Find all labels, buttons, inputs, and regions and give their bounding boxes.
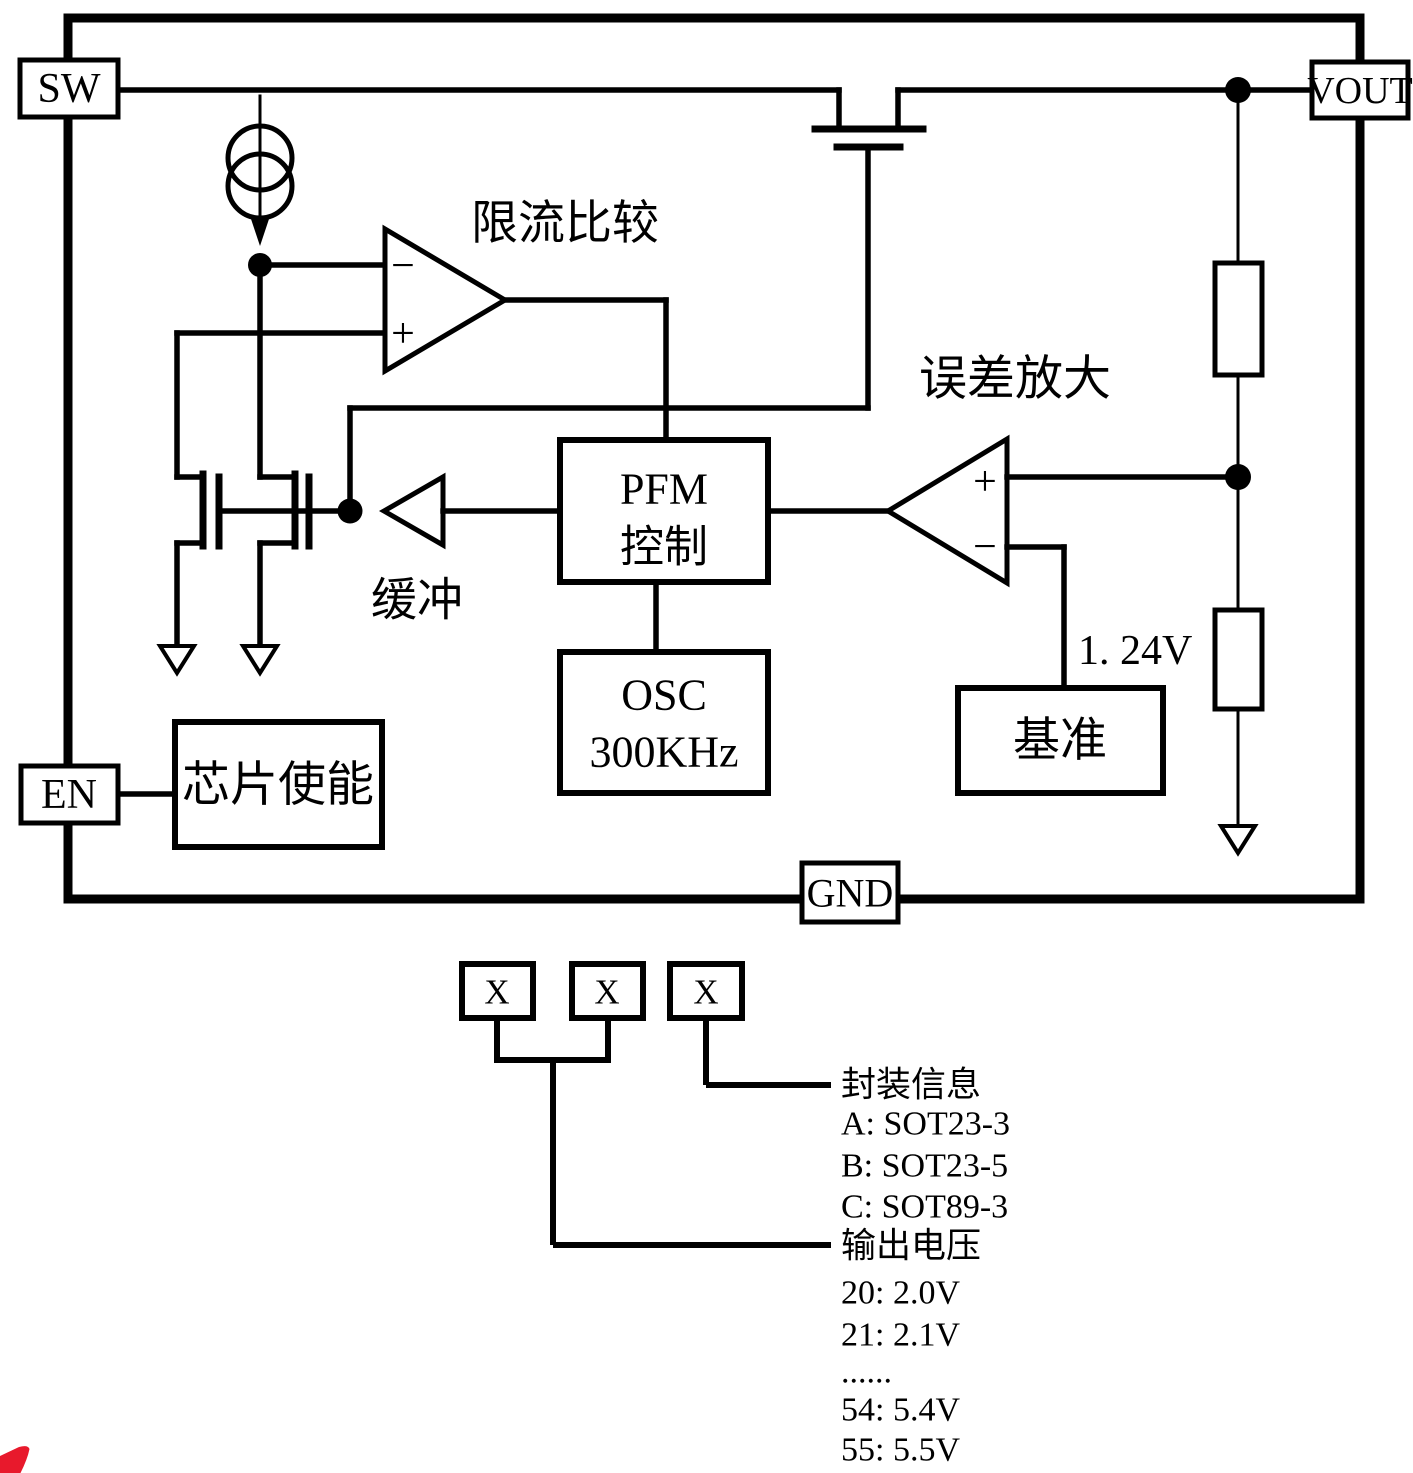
vout-node-junction <box>1225 77 1251 103</box>
reference-block <box>955 685 1166 796</box>
error-amp-plus-sign: + <box>973 459 997 505</box>
error-amplifier-label: 误差放大 <box>919 353 1111 406</box>
voltage-option: 54: 5.4V <box>841 1392 960 1429</box>
pass-mosfet-icon <box>811 87 927 411</box>
ground-symbol <box>239 644 281 677</box>
chip-enable-label: 芯片使能 <box>182 759 374 812</box>
digit-2-label: X <box>594 973 619 1012</box>
pin-gnd <box>799 860 901 925</box>
buffer-label: 缓冲 <box>371 575 463 626</box>
pin-sw <box>17 57 121 120</box>
osc-block <box>557 649 771 796</box>
feedback-resistor-top <box>1212 260 1265 378</box>
package-option: B: SOT23-5 <box>841 1148 1008 1185</box>
part-number-lines <box>494 1018 831 1248</box>
voltage-option: 20: 2.0V <box>841 1275 960 1312</box>
pin-en <box>18 763 121 826</box>
reference-label: 基准 <box>1013 715 1107 767</box>
comparator-minus-sign: − <box>391 243 415 289</box>
digit-1-label: X <box>484 973 509 1012</box>
error-amp-minus-sign: − <box>973 524 997 570</box>
ic-boundary <box>63 13 1365 904</box>
comparator-input-wires <box>174 262 388 480</box>
comparator-output-wire <box>502 297 669 443</box>
pin-vout <box>1309 59 1411 121</box>
voltage-option: 21: 2.1V <box>841 1317 960 1354</box>
chip-enable-block <box>172 719 385 850</box>
voltage-option: 55: 5.5V <box>841 1432 960 1469</box>
feedback-resistor-bottom <box>1212 607 1265 712</box>
pin-vout-label: VOUT <box>1307 70 1413 112</box>
ground-symbol <box>1217 824 1259 857</box>
digit-box-1 <box>459 961 536 1021</box>
pfm-label-line1: PFM <box>620 465 708 514</box>
comparator-plus-sign: + <box>391 311 415 357</box>
pfm-label-line2: 控制 <box>620 523 708 572</box>
osc-label-line2: 300KHz <box>589 728 738 777</box>
output-voltage-title: 输出电压 <box>841 1227 981 1266</box>
package-info-title: 封装信息 <box>841 1066 981 1105</box>
pin-gnd-label: GND <box>807 871 894 916</box>
osc-label-line1: OSC <box>621 671 707 720</box>
error-amp-input-wires <box>1004 474 1241 691</box>
package-option: C: SOT89-3 <box>841 1189 1008 1226</box>
digit-box-3 <box>667 961 745 1021</box>
feedback-divider <box>1212 93 1265 857</box>
pin-sw-label: SW <box>38 66 101 112</box>
switch-mosfet-pair-icon <box>174 470 353 649</box>
package-info-legend: 封装信息 A: SOT23-3 B: SOT23-5 C: SOT89-3 <box>841 1066 1010 1226</box>
pfm-control-block <box>557 437 771 585</box>
feedback-node-junction <box>1225 464 1251 490</box>
pin-en-label: EN <box>41 772 97 818</box>
output-voltage-legend: 输出电压 20: 2.0V 21: 2.1V ...... 54: 5.4V 5… <box>841 1227 981 1469</box>
current-limit-comparator-label: 限流比较 <box>471 198 659 250</box>
ground-symbol <box>156 644 198 677</box>
gate-drive-wire <box>347 405 871 508</box>
digit-3-label: X <box>693 973 718 1012</box>
package-option: A: SOT23-3 <box>841 1106 1010 1143</box>
brand-logo-fragment <box>0 1446 30 1473</box>
voltage-option: ...... <box>841 1354 892 1391</box>
buffer-driver <box>378 472 446 550</box>
error-amplifier <box>883 434 1010 588</box>
digit-box-2 <box>569 961 646 1021</box>
current-limit-comparator <box>382 224 510 376</box>
buffer-output-junction <box>337 498 363 524</box>
reference-voltage-label: 1. 24V <box>1078 628 1192 674</box>
current-source-icon <box>225 94 295 246</box>
